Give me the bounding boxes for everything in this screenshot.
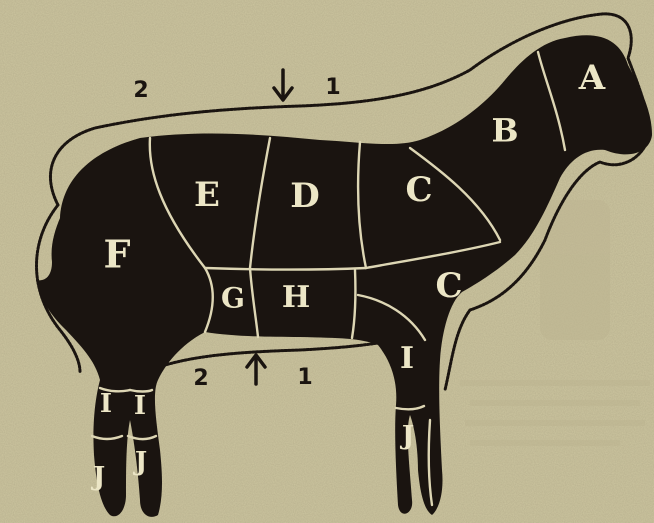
cut-label-I-hind-right: I bbox=[134, 391, 146, 421]
cut-label-G: G bbox=[221, 282, 245, 315]
cut-label-I-fore: I bbox=[400, 341, 414, 376]
cut-label-J-hind-right: J bbox=[133, 447, 147, 477]
cut-label-B: B bbox=[491, 112, 518, 150]
cut-label-C-lower: C bbox=[435, 266, 462, 306]
cut-label-H: H bbox=[282, 280, 310, 315]
bottom-marker-1: 1 bbox=[297, 365, 312, 390]
cut-label-J-fore: J bbox=[400, 421, 414, 451]
cut-label-D: D bbox=[290, 176, 319, 216]
cut-label-I-hind-left: I bbox=[100, 389, 112, 419]
cut-label-F: F bbox=[104, 232, 131, 277]
cut-label-C-upper: C bbox=[405, 170, 432, 210]
top-marker-2: 2 bbox=[133, 78, 148, 103]
bottom-marker-2: 2 bbox=[193, 366, 208, 391]
cut-label-A: A bbox=[578, 58, 606, 98]
cut-label-J-hind-left: J bbox=[91, 462, 105, 492]
cut-label-E: E bbox=[194, 175, 220, 215]
top-marker-1: 1 bbox=[325, 75, 340, 100]
